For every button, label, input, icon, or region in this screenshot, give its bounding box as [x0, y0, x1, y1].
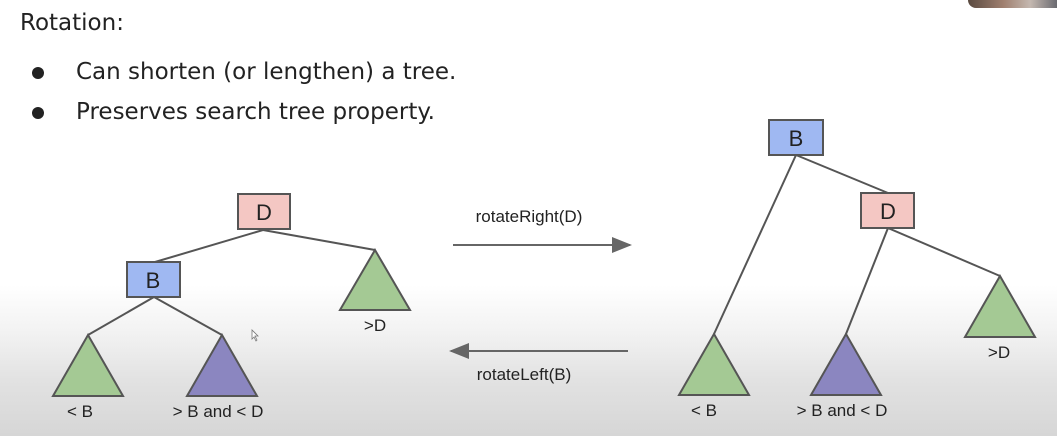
bullet-list: Can shorten (or lengthen) a tree. Preser…: [30, 56, 456, 136]
node-d: D: [237, 193, 291, 230]
node-d: D: [860, 192, 915, 229]
node-b: B: [768, 119, 824, 156]
subtree-less-b-label: < B: [67, 402, 93, 421]
node-b-box: [126, 261, 181, 298]
subtree-between-b-d: [185, 332, 259, 397]
edge: [795, 154, 889, 194]
subtree-greater-d-label: >D: [988, 343, 1010, 362]
node-d-box: [860, 192, 915, 229]
subtree-greater-d: [338, 248, 412, 311]
edge: [887, 227, 1001, 277]
left-tree: D B >D < B > B and < D: [51, 193, 412, 421]
node-d-label: D: [256, 200, 272, 225]
edge: [262, 229, 376, 251]
node-b-label: B: [789, 126, 804, 151]
edge: [845, 227, 889, 335]
rotate-right-label: rotateRight(D): [476, 207, 583, 226]
subtree-between-b-d: [809, 331, 883, 396]
bullet-item: Can shorten (or lengthen) a tree.: [30, 56, 456, 96]
subtree-less-b-label: < B: [691, 401, 717, 420]
rotate-left-label: rotateLeft(B): [477, 365, 572, 384]
node-b: B: [126, 261, 181, 298]
node-d-label: D: [880, 199, 896, 224]
edge: [154, 229, 264, 263]
node-b-box: [768, 119, 824, 156]
rotation-arrows: rotateRight(D) rotateLeft(B): [449, 207, 632, 384]
node-b-label: B: [146, 268, 161, 293]
slide-title: Rotation:: [20, 10, 124, 36]
edge: [153, 296, 223, 336]
node-d-box: [237, 193, 291, 230]
subtree-less-b: [51, 332, 125, 397]
subtree-greater-d: [963, 273, 1037, 338]
subtree-greater-d-label: >D: [364, 316, 386, 335]
subtree-between-b-d-label: > B and < D: [173, 402, 264, 421]
subtree-between-b-d-label: > B and < D: [797, 401, 888, 420]
mouse-cursor-icon: [251, 329, 259, 342]
webcam-thumbnail: [968, 0, 1057, 8]
right-tree: B D >D < B > B and < D: [677, 119, 1037, 420]
edge: [713, 154, 797, 335]
subtree-less-b: [677, 331, 751, 396]
edge: [87, 296, 155, 336]
bullet-item: Preserves search tree property.: [30, 96, 456, 136]
